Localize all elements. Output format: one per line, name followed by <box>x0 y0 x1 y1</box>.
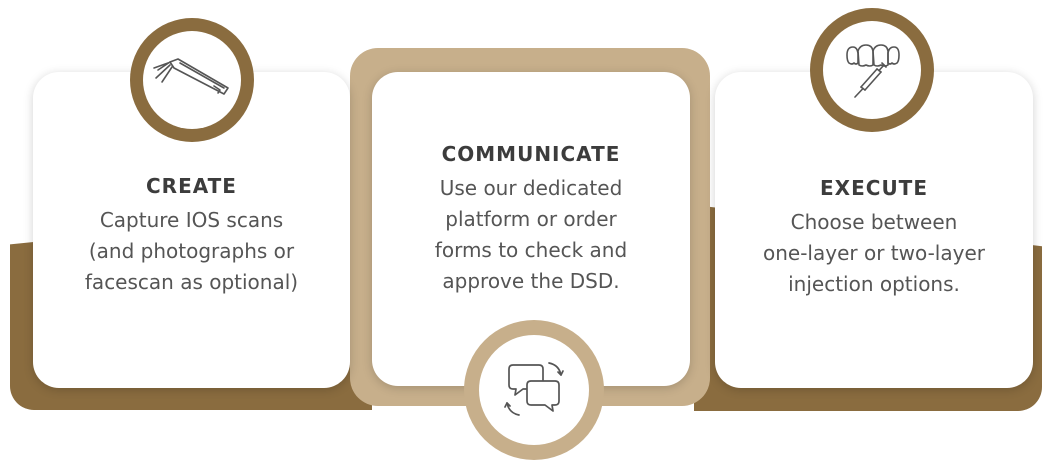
create-icon-ring <box>130 18 254 142</box>
execute-icon-ring <box>810 8 934 132</box>
communicate-card: COMMUNICATE Use our dedicated platform o… <box>372 72 690 386</box>
execute-description: Choose between one-layer or two-layer in… <box>715 207 1033 300</box>
execute-icon-circle <box>823 21 921 119</box>
communicate-line: approve the DSD. <box>442 269 620 293</box>
communicate-description: Use our dedicated platform or order form… <box>372 173 690 297</box>
teeth-syringe-icon <box>846 44 900 98</box>
execute-line: injection options. <box>788 272 960 296</box>
create-description: Capture IOS scans (and photographs or fa… <box>33 205 350 298</box>
create-line: facescan as optional) <box>84 270 299 294</box>
execute-title: EXECUTE <box>820 176 928 200</box>
communicate-title: COMMUNICATE <box>441 142 621 166</box>
communicate-line: platform or order <box>445 207 617 231</box>
execute-line: Choose between <box>790 210 958 234</box>
create-icon-circle <box>143 31 241 129</box>
communicate-line: forms to check and <box>434 238 628 262</box>
communicate-icon-ring <box>464 320 604 460</box>
communicate-icon-circle <box>479 335 589 445</box>
execute-line: one-layer or two-layer <box>763 241 985 265</box>
intraoral-scanner-icon <box>153 58 229 95</box>
chat-bubbles-icon <box>504 362 564 416</box>
create-line: Capture IOS scans <box>99 208 284 232</box>
create-line: (and photographs or <box>88 239 295 263</box>
create-title: CREATE <box>146 174 237 198</box>
communicate-line: Use our dedicated <box>439 176 623 200</box>
